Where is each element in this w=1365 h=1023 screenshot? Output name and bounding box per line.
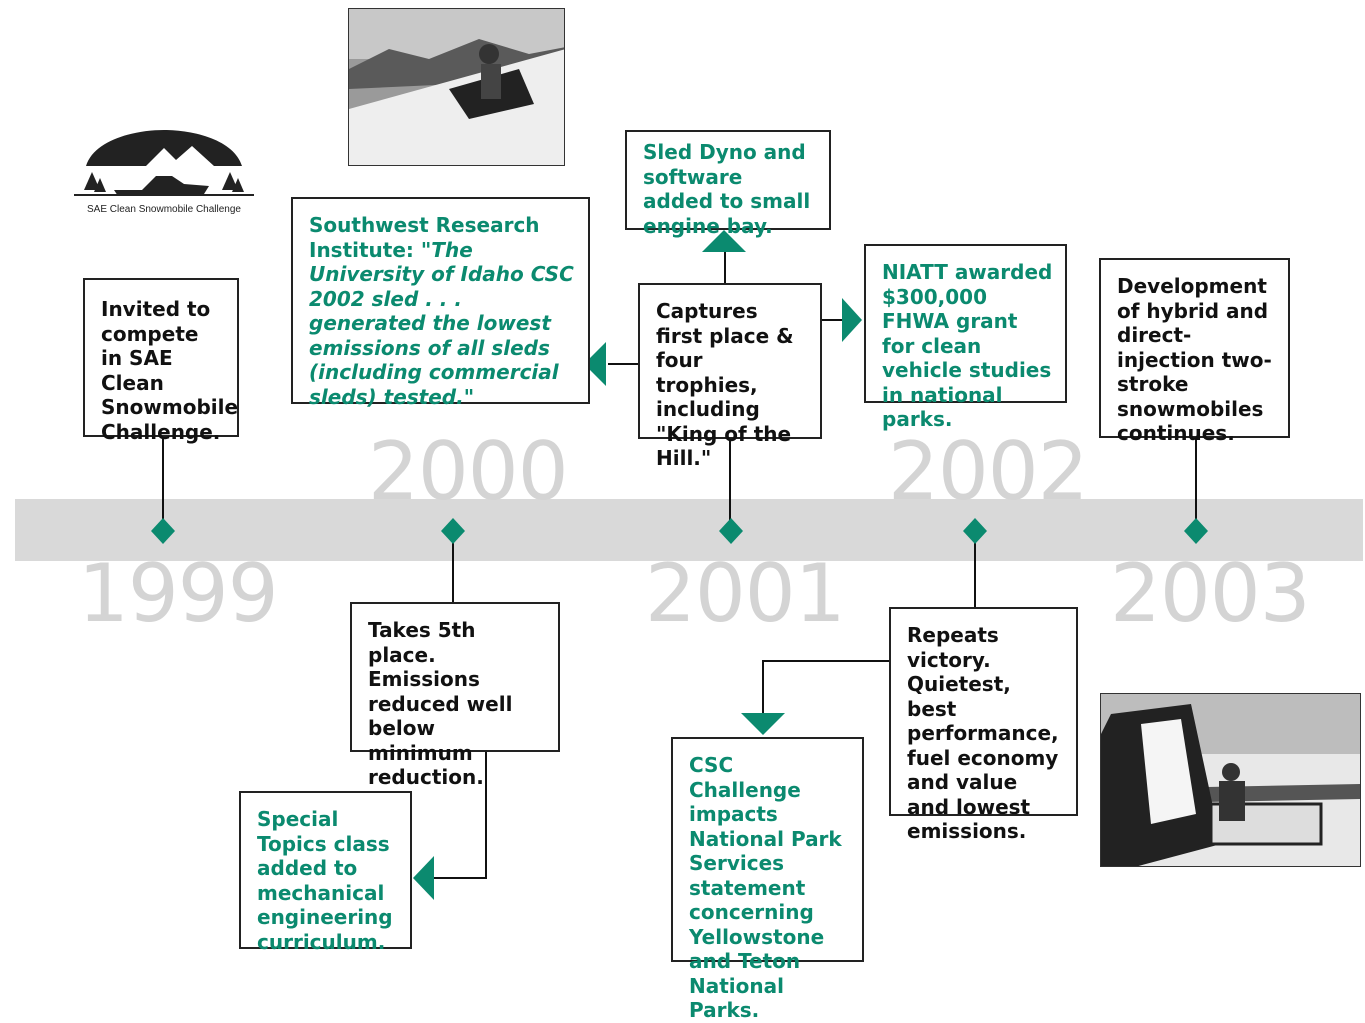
snowmobile-team-photo: [1100, 693, 1361, 867]
timeline-connectors: [151, 230, 1208, 900]
snowmobile-rider-photo: [348, 8, 565, 166]
timeline-band: [15, 499, 1363, 561]
logo-caption: SAE Clean Snowmobile Challenge: [87, 204, 241, 215]
event-2001-first-place: Captures first place & four trophies, in…: [638, 283, 822, 470]
swri-quote: "The University of Idaho CSC 2002 sled .…: [309, 237, 574, 409]
marker-1999: [151, 518, 175, 544]
marker-2000: [441, 518, 465, 544]
year-2003: 2003: [1110, 547, 1311, 640]
event-2003-development: Development of hybrid and direct-injecti…: [1099, 258, 1290, 445]
arrow-down-icon: [741, 713, 785, 735]
year-2000: 2000: [368, 425, 569, 518]
event-2002-csc-impacts: CSC Challenge impacts National Park Serv…: [671, 737, 864, 1022]
arrow-right-icon: [842, 298, 862, 342]
event-2000-special-topics: Special Topics class added to mechanical…: [239, 791, 412, 954]
year-2001: 2001: [645, 547, 846, 640]
arrow-left-icon: [413, 856, 434, 900]
marker-2001: [719, 518, 743, 544]
event-1999-invited: Invited to compete in SAE Clean Snowmobi…: [83, 278, 239, 444]
marker-2003: [1184, 518, 1208, 544]
event-2002-repeats-victory: Repeats victory. Quietest, best performa…: [889, 607, 1078, 843]
event-2000-fifth-place: Takes 5th place. Emissions reduced well …: [350, 602, 560, 789]
event-2001-sled-dyno: Sled Dyno and software added to small en…: [625, 130, 831, 238]
event-2000-swri-quote: Southwest Research Institute: "The Unive…: [291, 197, 590, 409]
year-1999: 1999: [78, 547, 279, 640]
sae-csc-logo: SAE Clean Snowmobile Challenge: [64, 128, 264, 220]
marker-2002: [963, 518, 987, 544]
year-2002: 2002: [888, 425, 1089, 518]
event-2001-niatt-grant: NIATT awarded $300,000 FHWA grant for cl…: [864, 244, 1067, 431]
arrow-left-icon: [584, 342, 606, 386]
swri-label: Southwest Research Institute:: [309, 213, 540, 262]
snowmobile-mountain-logo-icon: [74, 130, 254, 196]
arrow-up-icon: [702, 230, 746, 252]
